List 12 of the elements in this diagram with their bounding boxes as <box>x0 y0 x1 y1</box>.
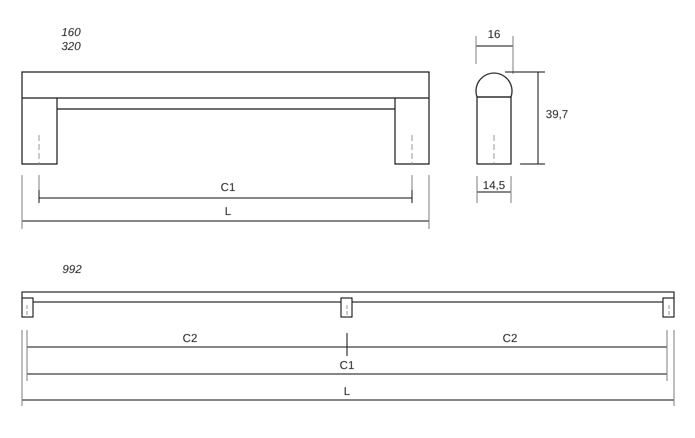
size-label: 320 <box>61 41 81 54</box>
dimension-label: C2 <box>182 333 198 346</box>
size-label: 160 <box>61 27 81 40</box>
dimension-label: L <box>344 386 350 399</box>
dimension-label: C2 <box>502 333 518 346</box>
dimension-label: C1 <box>220 182 236 195</box>
dimension-label: 39,7 <box>546 109 568 122</box>
dimension-label: C1 <box>340 360 354 373</box>
dimension-label: L <box>224 206 232 219</box>
dimension-label: 14,5 <box>482 180 506 193</box>
dimension-label: 16 <box>488 29 500 42</box>
size-label: 992 <box>62 264 82 277</box>
